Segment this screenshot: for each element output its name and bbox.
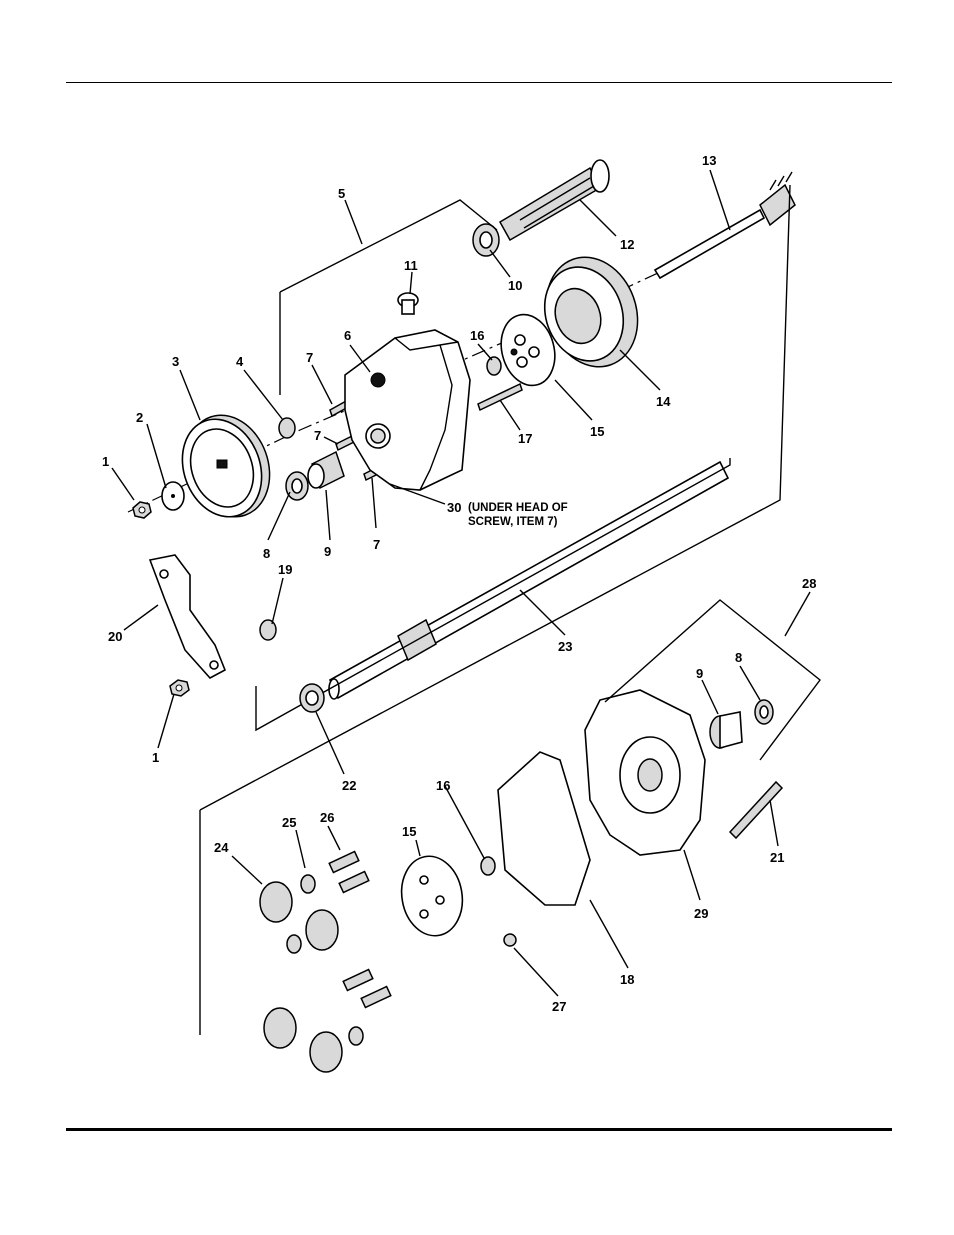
callout-22: 22 bbox=[342, 778, 356, 793]
part-16-washer-upper bbox=[487, 357, 501, 375]
callout-7-a: 7 bbox=[306, 350, 313, 365]
callout-16-upper: 16 bbox=[470, 328, 484, 343]
callout-15-upper: 15 bbox=[590, 424, 604, 439]
callout-7-b: 7 bbox=[314, 428, 321, 443]
callout-10: 10 bbox=[508, 278, 522, 293]
callout-18: 18 bbox=[620, 972, 634, 987]
part-gear-case-housing bbox=[345, 330, 470, 490]
part-24-planet-gears bbox=[260, 882, 342, 1072]
bracket-5 bbox=[280, 200, 497, 292]
note-line-2: SCREW, ITEM 7) bbox=[468, 516, 558, 528]
part-16-washer-lower bbox=[481, 857, 495, 875]
callout-7-c: 7 bbox=[373, 537, 380, 552]
callout-26: 26 bbox=[320, 810, 334, 825]
callout-5: 5 bbox=[338, 186, 345, 201]
part-1-nut-lower bbox=[170, 680, 189, 696]
callout-6: 6 bbox=[344, 328, 351, 343]
part-17-bolt bbox=[478, 384, 522, 410]
part-9-bushing-upper bbox=[308, 452, 344, 488]
part-4-washer bbox=[279, 418, 295, 438]
callout-21: 21 bbox=[770, 850, 784, 865]
callout-19: 19 bbox=[278, 562, 292, 577]
part-12-spline-shaft bbox=[500, 160, 609, 240]
part-27-nut bbox=[504, 934, 516, 946]
callout-30: 30 bbox=[447, 500, 461, 515]
part-22-bushing bbox=[300, 684, 324, 712]
part-1-nut-upper bbox=[133, 502, 151, 518]
part-11-plug bbox=[398, 293, 418, 314]
leader-lines bbox=[112, 170, 810, 996]
part-18-gasket bbox=[498, 752, 590, 905]
part-13-pinion-shaft bbox=[655, 172, 795, 278]
note-line-1: (UNDER HEAD OF bbox=[468, 502, 568, 514]
callout-11: 11 bbox=[404, 258, 418, 273]
callout-1-upper: 1 bbox=[102, 454, 109, 469]
callout-27: 27 bbox=[552, 999, 566, 1014]
part-8-bearing-lower bbox=[755, 700, 773, 724]
part-20-bracket bbox=[150, 555, 225, 678]
callout-16-lower: 16 bbox=[436, 778, 450, 793]
callout-14: 14 bbox=[656, 394, 671, 409]
callout-15-lower: 15 bbox=[402, 824, 416, 839]
callout-3: 3 bbox=[172, 354, 179, 369]
callout-28: 28 bbox=[802, 576, 816, 591]
callout-24: 24 bbox=[214, 840, 229, 855]
callout-9-lower: 9 bbox=[696, 666, 703, 681]
callout-25: 25 bbox=[282, 815, 296, 830]
callout-8-lower: 8 bbox=[735, 650, 742, 665]
part-3-pulley bbox=[169, 403, 283, 528]
part-15-carrier-lower bbox=[396, 851, 469, 940]
part-29-lower-housing bbox=[585, 690, 705, 855]
callout-8-upper: 8 bbox=[263, 546, 270, 561]
callout-1-lower: 1 bbox=[152, 750, 159, 765]
callout-29: 29 bbox=[694, 906, 708, 921]
callout-20: 20 bbox=[108, 629, 122, 644]
part-8-bearing-upper bbox=[286, 472, 308, 500]
part-9-bushing-lower bbox=[710, 712, 742, 748]
part-25-washers bbox=[287, 875, 363, 1045]
callout-23: 23 bbox=[558, 639, 572, 654]
callout-12: 12 bbox=[620, 237, 634, 252]
callout-17: 17 bbox=[518, 431, 532, 446]
part-23-axle-shaft bbox=[329, 462, 728, 699]
part-19-washer bbox=[260, 620, 276, 640]
callout-13: 13 bbox=[702, 153, 716, 168]
part-21-bolt bbox=[730, 782, 782, 838]
upper-frame-long bbox=[200, 185, 790, 810]
callout-4: 4 bbox=[236, 354, 244, 369]
callout-9-upper: 9 bbox=[324, 544, 331, 559]
callout-2: 2 bbox=[136, 410, 143, 425]
